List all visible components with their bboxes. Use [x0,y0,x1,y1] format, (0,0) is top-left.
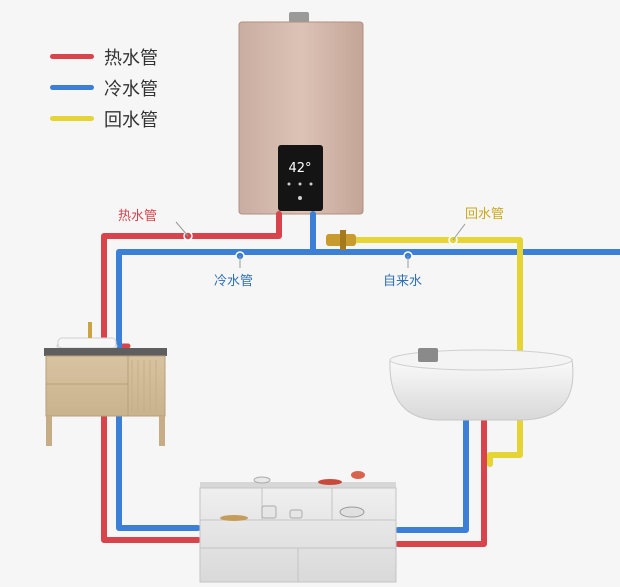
bathroom-vanity [44,322,167,446]
heater-display-panel [278,145,323,211]
kitchen-island [199,471,397,583]
legend-swatch [50,116,94,121]
heater-temperature-readout: 42° [288,161,311,176]
bathtub-faucet-icon [418,348,438,362]
legend-label: 热水管 [104,48,158,69]
tap-water-label: 自来水 [383,274,423,289]
return-valve-icon [326,230,356,250]
cold-pipe-label: 冷水管 [214,274,254,289]
legend-label: 回水管 [104,110,158,131]
legend-swatch [50,54,94,59]
return-pipe-label: 回水管 [465,207,505,222]
hot-pipe-label: 热水管 [118,209,158,224]
water-heater: 42° [238,12,364,215]
legend-swatch [50,85,94,90]
legend-label: 冷水管 [104,79,158,100]
bathtub [389,348,574,421]
heater-flue-icon [289,12,309,24]
